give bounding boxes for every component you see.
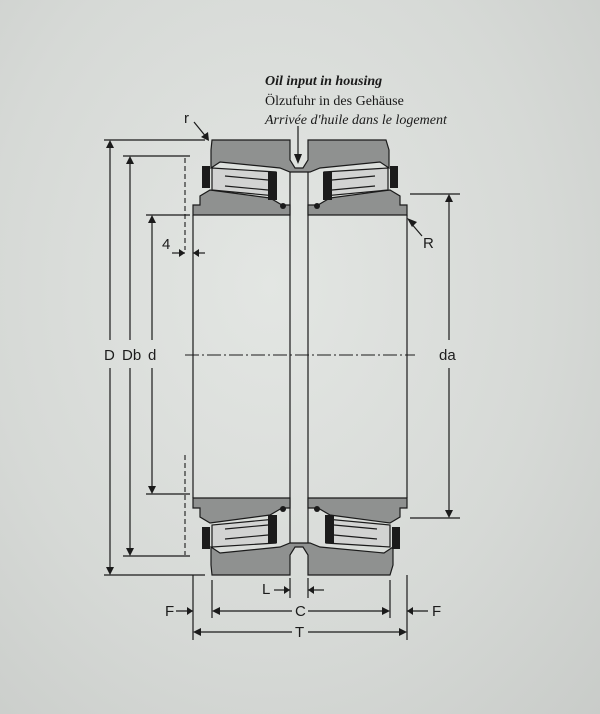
- oil-inlet-arrow: [294, 154, 302, 164]
- inner-ring-bottom-left: [192, 497, 291, 524]
- label-4: 4: [162, 236, 170, 253]
- inner-ring-top-right: [307, 189, 408, 216]
- label-F-left: F: [165, 603, 174, 620]
- inner-ring-top-left: [192, 189, 291, 216]
- label-Db: Db: [122, 347, 141, 364]
- title-german: Ölzufuhr in des Gehäuse: [265, 92, 404, 109]
- label-F-right: F: [432, 603, 441, 620]
- label-r: r: [184, 110, 189, 127]
- label-C: C: [295, 603, 306, 620]
- bearing-bottom-half: [192, 497, 408, 576]
- title-english: Oil input in housing: [265, 74, 382, 89]
- label-d: d: [148, 347, 156, 364]
- label-T: T: [295, 624, 304, 641]
- roller-bottom-left: [211, 518, 277, 548]
- label-L: L: [262, 581, 270, 598]
- outer-ring-bottom: [210, 542, 394, 576]
- label-D: D: [104, 347, 115, 364]
- title-french: Arrivée d'huile dans le logement: [264, 113, 448, 128]
- label-da: da: [439, 347, 456, 364]
- outer-ring-top: [210, 139, 390, 173]
- inner-ring-bottom-right: [307, 497, 408, 524]
- bearing-top-half: [192, 139, 408, 216]
- label-R: R: [423, 235, 434, 252]
- roller-bottom-right: [325, 518, 391, 548]
